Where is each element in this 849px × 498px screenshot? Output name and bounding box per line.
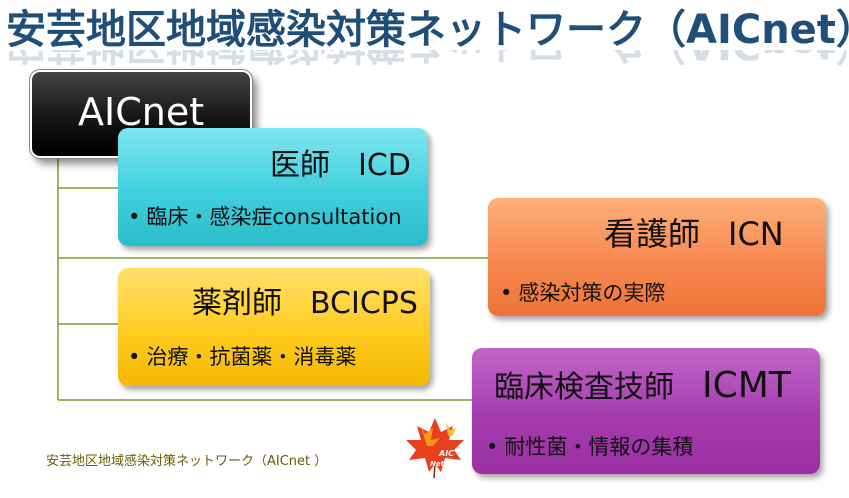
bullet-icon: • (500, 281, 513, 305)
page-title: 安芸地区地域感染対策ネットワーク（AICnet） (6, 7, 849, 53)
footer-caption: 安芸地区地域感染対策ネットワーク（AICnet ） (46, 454, 328, 469)
node-icmt-heading: 臨床検査技師 ICMT (494, 366, 791, 408)
node-icn: 看護師 ICN •感染対策の実際 (488, 198, 826, 316)
node-icn-abbr: ICN (728, 215, 784, 253)
node-icmt-role: 臨床検査技師 (494, 370, 674, 405)
node-bcicps-abbr: BCICPS (310, 286, 418, 321)
node-bcicps-heading: 薬剤師 BCICPS (192, 284, 418, 324)
root-label: AICnet (78, 90, 205, 134)
maple-leaf-icon: AIC Network (406, 418, 465, 479)
bullet-icon: • (128, 345, 141, 369)
node-icd-item: •臨床・感染症consultation (128, 205, 402, 229)
node-icn-heading: 看護師 ICN (604, 214, 784, 254)
node-bcicps-role: 薬剤師 (192, 286, 282, 321)
node-icmt-item: •耐性菌・情報の集積 (486, 435, 694, 459)
node-icd-heading: 医師 ICD (270, 146, 411, 186)
node-icn-role: 看護師 (604, 215, 701, 253)
node-icmt: 臨床検査技師 ICMT •耐性菌・情報の集積 (472, 348, 820, 474)
node-icd-role: 医師 (270, 148, 330, 183)
svg-text:AIC: AIC (438, 449, 454, 458)
node-bcicps: 薬剤師 BCICPS •治療・抗菌薬・消毒薬 (118, 268, 430, 386)
node-icn-item: •感染対策の実際 (500, 281, 666, 305)
node-icd-abbr: ICD (358, 148, 411, 183)
bullet-icon: • (486, 435, 499, 459)
node-bcicps-item: •治療・抗菌薬・消毒薬 (128, 345, 357, 369)
bullet-icon: • (128, 205, 141, 229)
node-icd: 医師 ICD •臨床・感染症consultation (118, 128, 428, 246)
node-icmt-abbr: ICMT (702, 365, 791, 406)
svg-text:Network: Network (430, 460, 465, 468)
